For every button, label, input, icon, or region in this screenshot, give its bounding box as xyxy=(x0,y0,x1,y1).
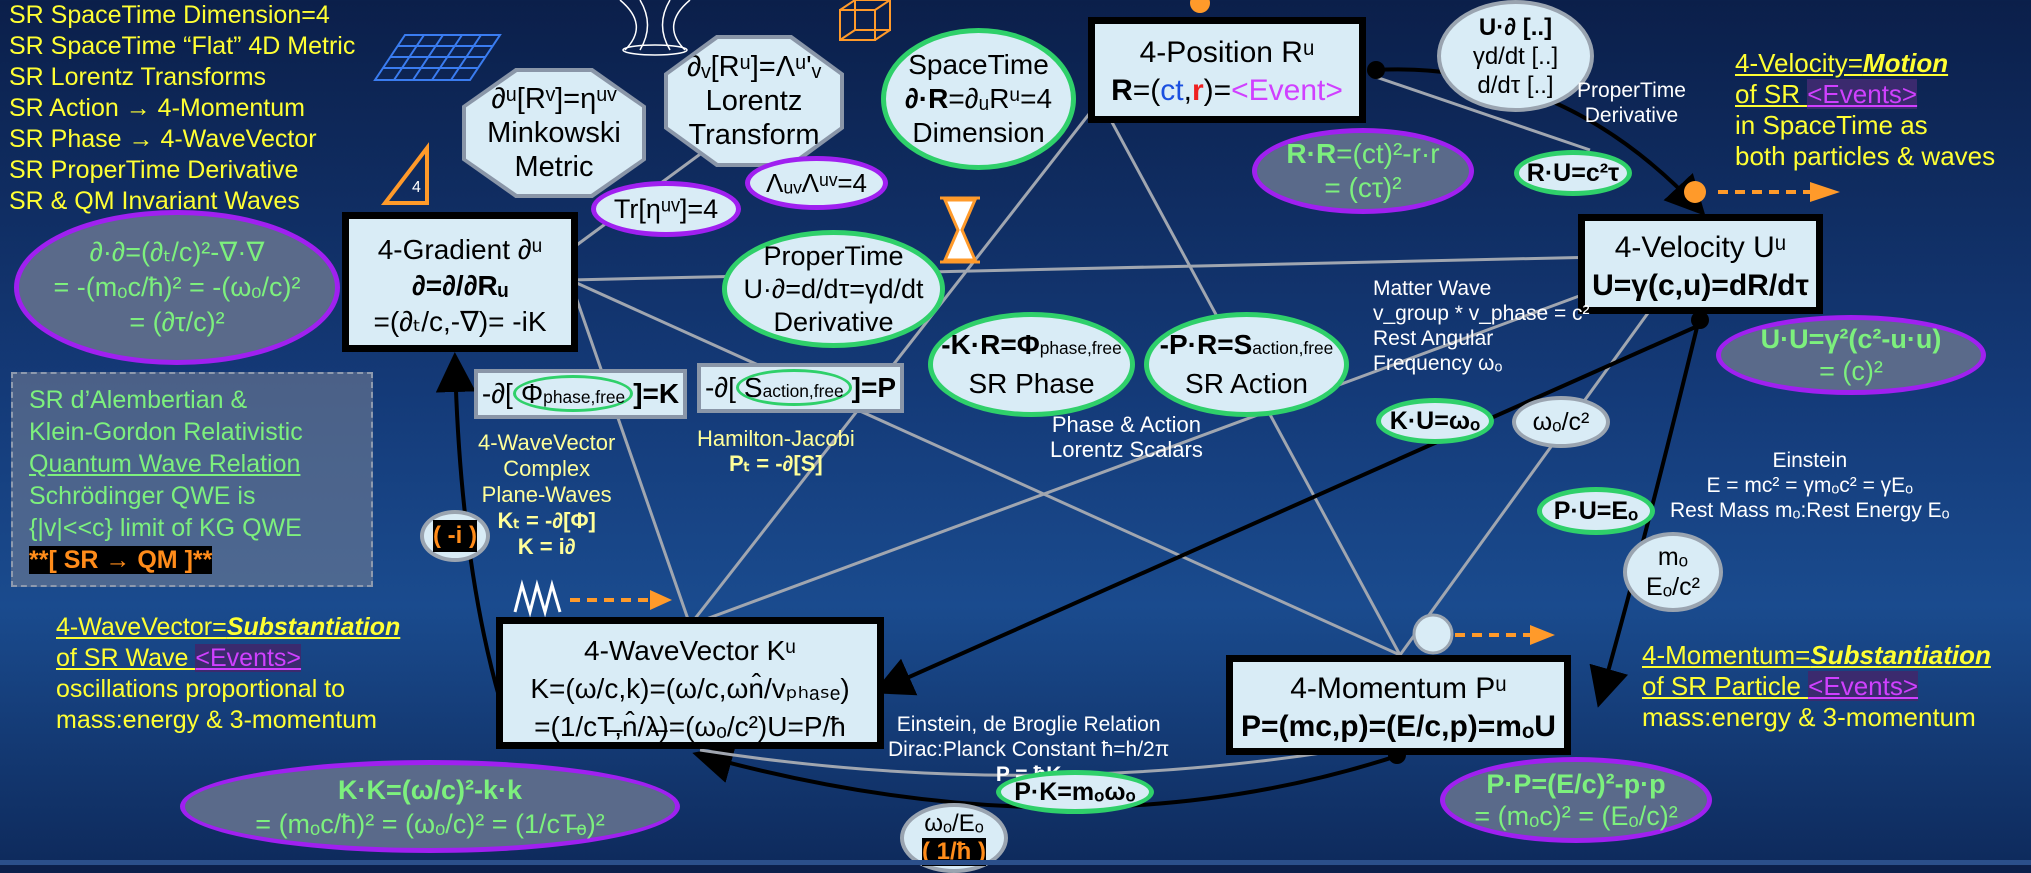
rr-result: = (cτ)² xyxy=(1324,172,1402,203)
position-title: 4-Position Rᵘ xyxy=(1139,36,1315,69)
wavevector-node: 4-WaveVector Kᵘ K=(ω/c,k)=(ω/c,ωn̂/vₚₕₐₛ… xyxy=(496,617,884,749)
position-node: 4-Position Rᵘ R=(ct,r)=<Event> xyxy=(1088,17,1366,123)
hyperboloid-icon xyxy=(619,0,691,56)
momentum-caption: 4-Momentum=Substantiation of SR Particle… xyxy=(1642,640,1991,732)
trace-node: Tr[ηᵘᵛ]=4 xyxy=(591,181,741,237)
minkowski-label: Minkowski xyxy=(487,117,621,149)
propertime-derivative-label: ProperTime Derivative xyxy=(1577,79,1686,127)
dalembertian-node: ∂·∂=(∂ₜ/c)²-∇·∇ = -(mₒc/ħ)² = -(ωₒ/c)² =… xyxy=(14,210,340,365)
propertime-node: ProperTime U·∂=d/dτ=γd/dt Derivative xyxy=(722,230,945,348)
dashed-arrows xyxy=(570,190,1810,637)
dphi-node: -∂[Φphase,free]=K xyxy=(474,369,687,419)
momentum-node: 4-Momentum Pᵘ P=(mc,p)=(E/c,p)=mₒU xyxy=(1226,655,1571,755)
metric-grid-icon xyxy=(373,34,502,81)
dsact-node: -∂[Saction,free]=P xyxy=(697,363,904,413)
sr-phase-node: -K·R=Φphase,free SR Phase xyxy=(928,312,1135,417)
wave-icon xyxy=(513,579,562,618)
spacetime-dimension-node: SpaceTime ∂·R=∂ᵤRᵘ=4 Dimension xyxy=(881,28,1076,170)
spacetime-label: Dimension xyxy=(912,117,1045,148)
lorentz-label: Transform xyxy=(688,119,820,151)
feature-list: SR SpaceTime Dimension=4 SR SpaceTime “F… xyxy=(9,0,355,217)
wavevector-title: 4-WaveVector Kᵘ xyxy=(584,635,796,666)
hourglass-icon xyxy=(940,196,980,264)
particle-dot-icon xyxy=(1684,181,1706,203)
wavevector-equation: =(1/cT̶,n̂/λ̶)=(ωₒ/c²)U=P/ħ xyxy=(534,711,846,742)
position-equation: R=(ct,r)=<Event> xyxy=(1111,74,1343,107)
minkowski-metric-node: ∂ᵘ[Rᵛ]=ηᵘᵛ Minkowski Metric xyxy=(466,72,642,194)
hamilton-jacobi-text: Hamilton-Jacobi Pₜ = -∂[S] xyxy=(697,426,855,476)
momentum-title: 4-Momentum Pᵘ xyxy=(1290,672,1507,705)
matter-wave-text: Matter Wave v_group * v_phase = c² Rest … xyxy=(1373,277,1590,375)
uu-node: U·U=γ²(c²-u·u) = (c)² xyxy=(1716,315,1986,395)
spacetime-formula: ∂·R=∂ᵤRᵘ=4 xyxy=(904,83,1053,114)
list-item: SR SpaceTime Dimension=4 xyxy=(9,1,330,29)
mo-node: mₒ Eₒ/c² xyxy=(1623,532,1723,612)
qm-panel: SR d’Alembertian & Klein-Gordon Relativi… xyxy=(11,372,373,587)
pp-node: P·P=(E/c)²-p·p = (mₒc)² = (Eₒ/c)² xyxy=(1440,757,1712,843)
phase-action-label: Phase & Action Lorentz Scalars xyxy=(1050,412,1203,462)
gradient-title: 4-Gradient ∂ᵘ xyxy=(377,234,543,265)
lambda-formula: ΛᵤᵥΛᵘᵛ=4 xyxy=(766,168,867,198)
list-item: SR Lorentz Transforms xyxy=(9,63,267,91)
minkowski-formula: ∂ᵘ[Rᵛ]=ηᵘᵛ xyxy=(491,83,617,115)
minus-i-node: ( -i ) xyxy=(420,510,490,562)
sr-action-node: -P·R=Saction,free SR Action xyxy=(1144,312,1349,417)
ku-node: K·U=ωₒ xyxy=(1376,398,1494,444)
wavevector-note: 4-WaveVector Complex Plane-Waves Kₜ = -∂… xyxy=(478,430,616,559)
velocity-node: 4-Velocity Uᵘ U=γ(c,u)=dR/dτ xyxy=(1578,214,1823,314)
gradient-node: 4-Gradient ∂ᵘ ∂=∂/∂Rᵤ =(∂ₜ/c,-∇)= -iK xyxy=(342,212,578,352)
velocity-caption: 4-Velocity=Motion of SR <Events> in Spac… xyxy=(1735,48,1996,171)
wavevector-caption: 4-WaveVector=Substantiation of SR Wave <… xyxy=(56,613,401,734)
cube-icon xyxy=(839,0,891,41)
momentum-equation: P=(mc,p)=(E/c,p)=mₒU xyxy=(1241,710,1556,743)
list-item: SR SpaceTime “Flat” 4D Metric xyxy=(9,32,356,60)
u-partial-node: U·∂ [..] γd/dt [..] d/dτ [..] xyxy=(1437,0,1594,112)
trace-formula: Tr[ηᵘᵛ]=4 xyxy=(613,194,719,224)
spacetime-label: SpaceTime xyxy=(908,49,1049,80)
list-item: SR ProperTime Derivative xyxy=(9,156,299,184)
einstein-text: Einstein E = mc² = γmₒc² = γEₒ Rest Mass… xyxy=(1670,449,1950,522)
lorentz-transform-node: ∂ᵥ[Rᵘ]=Λᵘ'ᵥ Lorentz Transform xyxy=(668,39,840,163)
lorentz-formula: ∂ᵥ[Rᵘ]=Λᵘ'ᵥ xyxy=(686,51,822,83)
kk-node: K·K=(ω/c)²-k·k = (mₒc/ħ)² = (ωₒ/c)² = (1… xyxy=(180,760,680,853)
arrowhead-icon xyxy=(1530,625,1555,645)
bottom-bar xyxy=(0,860,2031,865)
list-item: SR Phase → 4-WaveVector xyxy=(9,125,317,153)
velocity-title: 4-Velocity Uᵘ xyxy=(1614,231,1787,264)
triangle-icon: 4 xyxy=(380,142,429,205)
dsact-inner: Saction,free xyxy=(735,369,852,406)
particle-circle-icon xyxy=(1412,613,1454,655)
gradient-definition: ∂=∂/∂Rᵤ xyxy=(411,270,509,301)
pu-node: P·U=Eₒ xyxy=(1537,487,1655,535)
lambda-node: ΛᵤᵥΛᵘᵛ=4 xyxy=(745,156,888,210)
gradient-components: =(∂ₜ/c,-∇)= -iK xyxy=(373,306,547,337)
svg-text:4: 4 xyxy=(412,179,421,196)
arrowhead-icon xyxy=(1810,182,1840,202)
wavevector-equation: K=(ω/c,k)=(ω/c,ωn̂/vₚₕₐₛₑ) xyxy=(530,673,850,704)
qm-text: SR d’Alembertian & Klein-Gordon Relativi… xyxy=(29,386,303,574)
list-item: SR Action → 4-Momentum xyxy=(9,94,305,122)
arrowhead-icon xyxy=(446,355,464,382)
node-dot xyxy=(1367,61,1385,79)
event-dot-icon xyxy=(1190,0,1210,13)
lorentz-label: Lorentz xyxy=(705,85,803,117)
dphi-inner: Φphase,free xyxy=(512,375,634,412)
pk-node: P·K=mₒωₒ xyxy=(996,770,1154,814)
arrowhead-icon xyxy=(650,590,672,610)
minkowski-label: Metric xyxy=(514,151,594,183)
ru-node: R·U=c²τ xyxy=(1514,150,1632,196)
velocity-equation: U=γ(c,u)=dR/dτ xyxy=(1592,269,1809,302)
wo-c2-node: ωₒ/c² xyxy=(1512,396,1610,448)
rr-node: R·R=(ct)²-r·r = (cτ)² xyxy=(1252,128,1474,214)
node-dot xyxy=(1691,311,1709,329)
